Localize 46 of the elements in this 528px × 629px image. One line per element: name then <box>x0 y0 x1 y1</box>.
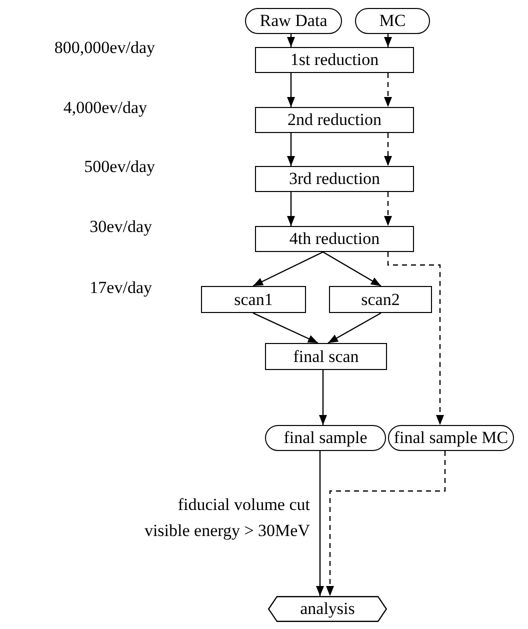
process-box <box>255 47 414 73</box>
node-label: final sample <box>284 428 368 448</box>
arrow <box>316 451 324 596</box>
node-label: final scan <box>293 346 359 366</box>
process-box <box>255 226 414 252</box>
node-label: 4th reduction <box>289 229 380 249</box>
arrow <box>384 192 392 226</box>
rate-label: 800,000ev/day <box>54 38 155 58</box>
node-label: MC <box>379 11 406 31</box>
arrow <box>328 312 382 344</box>
rate-label: 500ev/day <box>84 157 155 177</box>
node-label: analysis <box>300 599 355 619</box>
node-label: scan1 <box>234 290 273 310</box>
arrow <box>252 312 318 344</box>
process-box <box>201 286 306 313</box>
terminal-box <box>265 425 386 451</box>
cut-note: fiducial volume cut <box>178 495 310 515</box>
arrow <box>319 370 327 425</box>
arrow <box>287 34 295 47</box>
arrow <box>326 451 446 596</box>
process-box <box>255 107 414 133</box>
arrow <box>252 251 324 287</box>
node-label: 2nd reduction <box>288 110 382 130</box>
node-label: 3rd reduction <box>288 169 380 189</box>
arrow <box>322 251 382 287</box>
arrow <box>387 252 444 425</box>
rate-label: 30ev/day <box>90 217 152 237</box>
node-label: 1st reduction <box>290 50 379 70</box>
rate-label: 17ev/day <box>90 278 152 298</box>
process-box <box>329 286 432 313</box>
rate-label: 4,000ev/day <box>63 98 147 118</box>
arrow <box>384 133 392 166</box>
node-label: final sample MC <box>394 428 508 448</box>
arrow <box>384 34 392 47</box>
terminal-box <box>245 8 342 34</box>
process-box <box>265 343 387 370</box>
arrow <box>287 192 295 226</box>
process-box <box>255 166 414 192</box>
terminal-box <box>355 8 430 34</box>
cut-note: visible energy > 30MeV <box>144 521 310 541</box>
node-label: scan2 <box>361 290 400 310</box>
terminal-box <box>388 425 514 451</box>
arrow <box>287 133 295 166</box>
node-label: Raw Data <box>260 11 328 31</box>
arrow <box>287 73 295 107</box>
arrow <box>384 73 392 107</box>
